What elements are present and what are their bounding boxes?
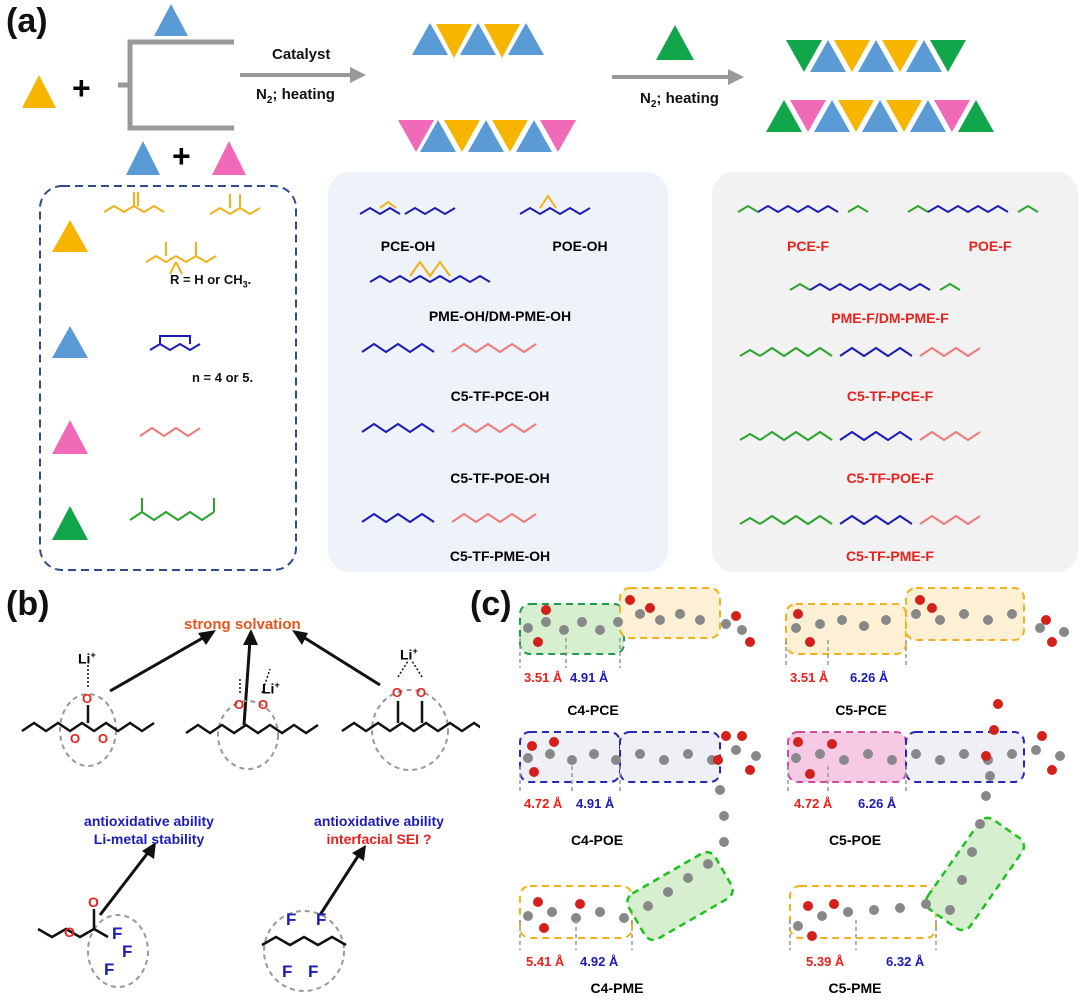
svg-text:O: O [88,894,99,910]
strong-solvation-label: strong solvation [184,616,301,633]
f-name-c5-tf-pme: C5-TF-PME-F [846,548,934,564]
polymer-chain-3 [786,40,966,72]
c4-pce-d2: 4.91 Å [570,670,609,685]
li-ion-label-3: Li+ [400,646,418,663]
f-name-c5-tf-pce: C5-TF-PCE-F [846,388,934,404]
c4-pme-name: C4-PME [590,980,644,996]
f-product-panel [712,172,1078,572]
svg-text:F: F [308,962,318,981]
monomer-legend-box [39,185,297,571]
polymer-chain-4 [766,100,994,132]
monomer-green [656,25,694,60]
svg-text:O: O [258,697,268,712]
panel-c-label: (c) [470,585,512,623]
oh-name-c5-tf-pce: C5-TF-PCE-OH [450,388,550,404]
c5-poe-name: C5-POE [828,832,882,848]
svg-text:O: O [82,691,92,706]
f-name-c5-tf-poe: C5-TF-POE-F [846,470,934,486]
panel-c-graphics [519,587,1069,950]
f-name-pce: PCE-F [787,238,829,254]
li-ion-label-1: Li+ [78,650,96,667]
r-group-label: R = H or CH3. [170,272,252,290]
svg-text:O: O [416,685,426,700]
monomer-blue-top [154,4,188,36]
monomer-blue-bottom [126,141,160,175]
oh-name-pce: PCE-OH [380,238,436,254]
oh-name-poe: POE-OH [552,238,608,254]
condition-label-1: N2; heating [256,86,335,106]
oh-name-c5-tf-pme: C5-TF-PME-OH [449,548,551,564]
c5-pme-d2: 6.32 Å [886,954,925,969]
oh-name-c5-tf-poe: C5-TF-POE-OH [450,470,550,486]
panel-b-label: (b) [6,585,50,623]
plus-sign-2: + [172,138,191,174]
oh-product-panel [328,172,668,572]
svg-text:O: O [70,731,80,746]
c4-pme-d2: 4.92 Å [580,954,619,969]
svg-text:F: F [122,942,132,961]
c4-pme-d1: 5.41 Å [526,954,565,969]
c5-poe-d1: 4.72 Å [794,796,833,811]
c4-poe-name: C4-POE [570,832,624,848]
c5-poe-d2: 6.26 Å [858,796,897,811]
svg-text:F: F [104,960,114,979]
c5-pce-name: C5-PCE [835,702,887,718]
svg-text:O: O [64,924,75,940]
svg-text:F: F [112,924,122,943]
monomer-pink [212,141,246,175]
branch-bracket [118,39,234,131]
svg-text:O: O [98,731,108,746]
c5-pce-d1: 3.51 Å [790,670,829,685]
f-name-poe: POE-F [968,238,1012,254]
panel-a-graphics [22,4,1078,572]
svg-text:O: O [392,685,402,700]
c4-pce-name: C4-PCE [567,702,619,718]
polymer-chain-2 [398,120,576,152]
c5-pme-d1: 5.39 Å [806,954,845,969]
panel-a-label: (a) [6,2,48,40]
f-name-pme: PME-F/DM-PME-F [831,310,949,326]
svg-text:O: O [234,697,244,712]
n-label: n = 4 or 5. [192,370,254,385]
oh-name-pme: PME-OH/DM-PME-OH [428,308,572,324]
c4-poe-d2: 4.91 Å [576,796,615,811]
svg-text:F: F [316,910,326,929]
catalyst-label: Catalyst [272,46,331,63]
plus-sign-1: + [72,70,91,106]
condition-label-2: N2; heating [640,90,719,110]
c4-poe-d1: 4.72 Å [524,796,563,811]
c5-pme-name: C5-PME [828,980,882,996]
svg-text:F: F [282,962,292,981]
c5-pce-d2: 6.26 Å [850,670,889,685]
svg-text:F: F [286,910,296,929]
li-ion-label-2: Li+ [262,680,280,697]
monomer-yellow-triangle [22,75,56,108]
polymer-chain-1 [412,23,544,58]
c4-pce-d1: 3.51 Å [524,670,563,685]
